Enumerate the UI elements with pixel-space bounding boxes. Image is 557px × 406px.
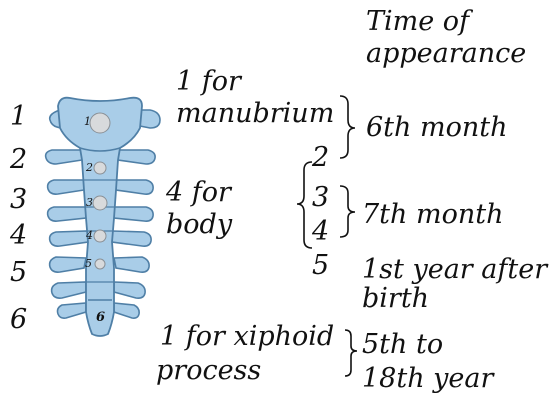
ossification-center-3: [93, 196, 107, 210]
body-label-line2: body: [166, 211, 232, 238]
center-digit-2: 2: [86, 162, 93, 173]
time-1st-year-line2: birth: [362, 285, 429, 312]
xiphoid-label-line2: process: [156, 357, 261, 384]
ossification-center-5: [95, 259, 105, 269]
rib-number-5: 5: [10, 259, 27, 286]
rib-cartilage-right-1: [140, 110, 160, 128]
rib-cartilage-right-6: [114, 257, 149, 272]
rib-cartilage-left-6: [50, 257, 86, 272]
time-xiphoid-line1: 5th to: [362, 331, 443, 358]
rib-number-1: 1: [10, 103, 27, 130]
rib-cartilage-right-8: [114, 303, 139, 318]
center-number-5: 5: [312, 252, 329, 279]
xiphoid-label-line1: 1 for xiphoid: [160, 323, 334, 350]
time-1st-year-line1: 1st year after: [362, 256, 547, 283]
center-digit-4: 4: [86, 230, 93, 241]
rib-cartilage-left-3: [48, 180, 84, 194]
ossification-center-4: [94, 230, 106, 242]
brace-xiphoid: [345, 330, 357, 376]
center-digit-3: 3: [86, 197, 93, 208]
ossification-center-1: [90, 113, 110, 133]
brace-right-3to4: [340, 186, 355, 237]
manubrium-label-line1: 1 for: [176, 68, 241, 95]
time-6th-month: 6th month: [366, 114, 508, 141]
center-number-2: 2: [312, 144, 329, 171]
header-title-line1: Time of: [366, 8, 469, 35]
rib-cartilage-right-7: [114, 282, 145, 298]
center-number-4: 4: [312, 218, 329, 245]
rib-cartilage-left-7: [52, 282, 86, 298]
rib-cartilage-left-4: [48, 207, 86, 221]
ossification-center-2: [94, 162, 106, 174]
rib-cartilage-left-2: [46, 150, 82, 164]
brace-manubrium: [340, 96, 355, 158]
time-xiphoid-line2: 18th year: [362, 365, 493, 392]
rib-number-2: 2: [10, 146, 27, 173]
brace-left-2to4: [297, 162, 312, 248]
rib-cartilage-right-2: [118, 150, 155, 164]
xiphoid-digit: 6: [96, 311, 105, 324]
center-digit-5: 5: [85, 258, 92, 269]
header-title-line2: appearance: [366, 40, 526, 67]
body-label-line1: 4 for: [166, 179, 231, 206]
rib-cartilage-right-3: [116, 180, 153, 194]
center-number-3: 3: [312, 184, 329, 211]
rib-cartilage-left-5: [50, 231, 88, 246]
center-digit-1: 1: [84, 116, 91, 127]
manubrium-label-line2: manubrium: [176, 100, 334, 127]
time-7th-month: 7th month: [362, 201, 504, 228]
rib-cartilage-right-5: [112, 231, 151, 246]
rib-number-6: 6: [10, 306, 27, 333]
rib-cartilage-right-4: [114, 207, 153, 221]
rib-number-3: 3: [10, 186, 27, 213]
rib-number-4: 4: [10, 222, 27, 249]
rib-cartilage-left-8: [58, 303, 87, 318]
